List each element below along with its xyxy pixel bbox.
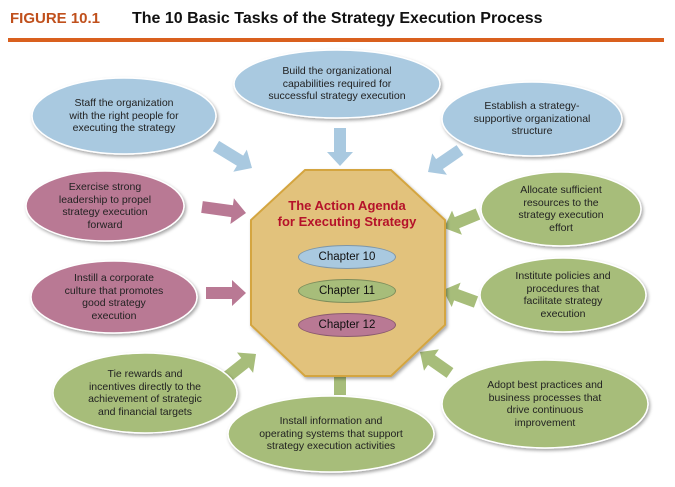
task-oval-7: [479, 257, 647, 333]
task-oval-1: [31, 77, 217, 155]
task-label-2: Build the organizational capabilities re…: [268, 65, 406, 103]
task-label-9: Install information and operating system…: [259, 415, 403, 453]
chapter-12-badge: Chapter 12: [298, 313, 396, 337]
task-oval-9: [227, 395, 435, 473]
task-label-10: Adopt best practices and business proces…: [487, 379, 603, 429]
task-label-6: Instill a corporate culture that promote…: [64, 272, 164, 322]
task-label-8: Tie rewards and incentives directly to t…: [88, 368, 202, 418]
task-oval-5: [480, 171, 642, 247]
task-label-1: Staff the organization with the right pe…: [69, 97, 179, 135]
task-oval-8: [52, 352, 238, 434]
task-oval-6: [30, 260, 198, 334]
arrow-to-center-7: [443, 282, 479, 308]
action-agenda-title: The Action Agenda for Executing Strategy: [277, 198, 417, 229]
task-label-7: Institute policies and procedures that f…: [515, 270, 611, 320]
figure-label: FIGURE 10.1: [10, 10, 101, 27]
task-label-5: Allocate sufficient resources to the str…: [518, 184, 604, 234]
task-oval-4: [25, 170, 185, 242]
figure-title: The 10 Basic Tasks of the Strategy Execu…: [132, 10, 543, 27]
arrow-to-center-5: [444, 208, 481, 235]
arrow-to-center-4: [201, 198, 246, 224]
arrow-to-center-1: [212, 140, 252, 172]
arrow-to-center-10: [420, 349, 454, 378]
task-oval-2: [233, 49, 441, 119]
task-label-4: Exercise strong leadership to propel str…: [58, 181, 152, 231]
chapter-11-badge: Chapter 11: [298, 279, 396, 303]
arrow-to-center-3: [428, 145, 464, 175]
task-label-3: Establish a strategy- supportive organiz…: [473, 100, 591, 138]
task-oval-10: [441, 359, 649, 449]
header-rule: [8, 38, 664, 42]
arrow-to-center-2: [327, 128, 353, 166]
figure-header: FIGURE 10.1 The 10 Basic Tasks of the St…: [8, 8, 664, 44]
arrow-to-center-6: [206, 280, 246, 306]
task-oval-3: [441, 81, 623, 157]
chapter-10-badge: Chapter 10: [298, 245, 396, 269]
